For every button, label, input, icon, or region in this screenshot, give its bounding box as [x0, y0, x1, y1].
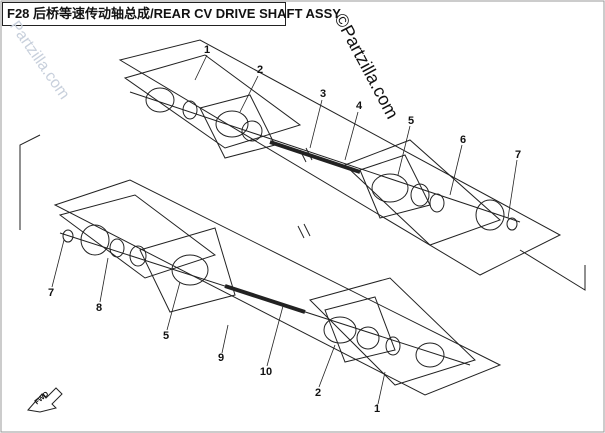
leader-5-top	[397, 125, 411, 176]
callout-1-top[interactable]: 1	[203, 44, 211, 56]
leader-1-top	[194, 54, 208, 81]
upper-boot-box-right	[359, 154, 431, 219]
upper-shaft-bar	[269, 140, 361, 174]
upper-ring-right	[410, 183, 430, 207]
callout-10-bottom[interactable]: 10	[259, 366, 273, 378]
upper-boot-left	[215, 110, 249, 138]
upper-bearing-right	[429, 193, 445, 213]
leader-9-bottom	[221, 324, 229, 354]
leader-7-top	[507, 159, 518, 219]
upper-axis-line	[129, 91, 521, 223]
upper-break-2	[305, 147, 313, 161]
upper-outer-cv-joint	[145, 87, 175, 113]
leader-2-bottom	[318, 344, 336, 388]
connector-left	[19, 134, 41, 230]
callout-9-bottom[interactable]: 9	[217, 352, 225, 364]
leader-4-top	[344, 111, 359, 161]
leader-3-top	[309, 99, 323, 149]
callout-2-top[interactable]: 2	[256, 64, 264, 76]
upper-break-1	[299, 149, 307, 163]
lower-ring-right-2	[385, 336, 401, 356]
leader-1-bottom	[377, 371, 386, 405]
leader-10-bottom	[266, 305, 284, 367]
upper-clip	[506, 217, 518, 231]
lower-shaft-bar	[224, 284, 306, 314]
callout-2-bottom[interactable]: 2	[314, 387, 322, 399]
callout-7-top[interactable]: 7	[514, 149, 522, 161]
upper-inner-cv-joint	[475, 199, 505, 231]
lower-assembly-frame	[53, 179, 502, 396]
upper-left-cv-box	[123, 54, 302, 149]
mid-break-2	[303, 223, 311, 237]
upper-right-cv-box	[344, 139, 501, 246]
leader-8-bottom	[99, 257, 109, 303]
upper-boot-right	[371, 173, 409, 203]
lower-inner-cv-joint	[80, 224, 110, 256]
callout-4-top[interactable]: 4	[355, 100, 363, 112]
callout-5-top[interactable]: 5	[407, 115, 415, 127]
lower-ring-right	[356, 326, 380, 350]
diagram-title: F28 后桥等速传动轴总成/REAR CV DRIVE SHAFT ASSY	[2, 2, 341, 26]
lower-clip	[62, 229, 74, 243]
lower-boot-left	[171, 254, 209, 286]
callout-5-bottom[interactable]: 5	[162, 330, 170, 342]
lower-boot-box-right	[324, 296, 396, 363]
mid-break-1	[297, 225, 305, 239]
callout-7-bottom[interactable]: 7	[47, 287, 55, 299]
leader-5-bottom	[166, 281, 181, 331]
lower-outer-cv-joint	[415, 342, 445, 368]
leader-6-top	[449, 144, 463, 196]
upper-assembly-frame	[118, 39, 562, 276]
lower-right-cv-box	[309, 277, 476, 386]
leader-7-bottom	[51, 239, 65, 288]
leader-2-top	[239, 75, 259, 113]
fwd-arrow-icon	[27, 387, 63, 413]
lower-boot-right	[323, 316, 357, 344]
callout-3-top[interactable]: 3	[319, 88, 327, 100]
connector-right	[519, 249, 586, 291]
lower-boot-box-left	[139, 227, 236, 313]
lower-ring-1	[109, 238, 125, 258]
lower-bearing-left	[129, 245, 147, 267]
callout-1-bottom[interactable]: 1	[373, 403, 381, 415]
upper-boot-box-left	[199, 94, 276, 159]
upper-boot-left-2	[241, 120, 263, 142]
upper-ring-1	[182, 100, 198, 120]
callout-6-top[interactable]: 6	[459, 134, 467, 146]
callout-8-bottom[interactable]: 8	[95, 302, 103, 314]
